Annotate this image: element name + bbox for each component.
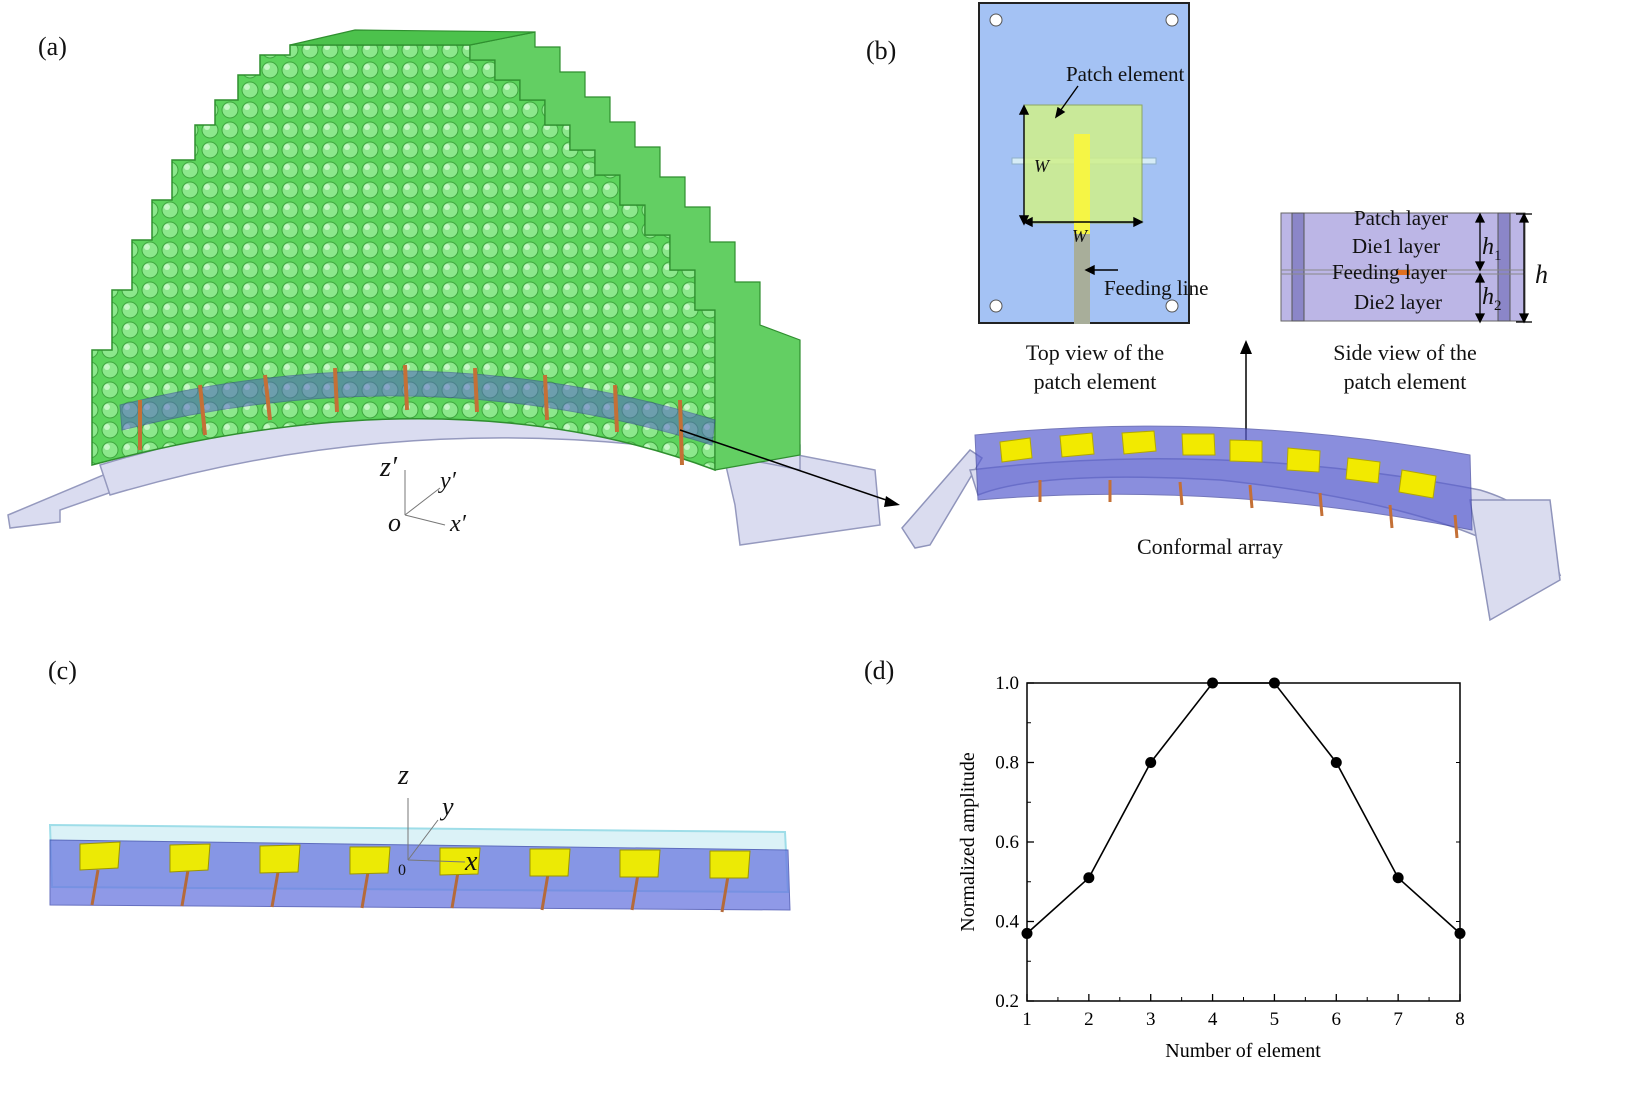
x-tick-label: 5 [1270,1009,1280,1030]
y-axis-label: Normalized amplitude [957,752,979,932]
conformal-array-caption: Conformal array [1137,534,1283,559]
y-tick-label: 1.0 [995,673,1019,694]
layer-label-feeding: Feeding layer [1332,260,1447,284]
plot-frame [1026,682,1461,1002]
panel-label-c: (c) [48,656,77,685]
x-tick-label: 2 [1084,1009,1094,1030]
side-view-caption-line1: Side view of the [1333,340,1477,365]
data-point [1083,872,1095,884]
h-total-label: h [1535,260,1548,289]
x-tick-label: 8 [1455,1009,1465,1030]
data-point [1392,872,1404,884]
data-point [1145,757,1157,768]
data-point [1330,757,1342,768]
y-tick-label: 0.4 [995,912,1019,933]
layer-label-patch: Patch layer [1354,206,1448,230]
panel-label-a: (a) [38,32,67,61]
patch-element-label: Patch element [1066,62,1185,86]
top-view-patch-element [978,2,1190,324]
panel-label-b: (b) [866,36,897,65]
x-tick-label: 4 [1208,1009,1218,1030]
side-view-caption-line2: patch element [1343,369,1467,394]
axis-label-x: x [465,846,478,877]
radome-inner-array [119,364,716,466]
h1-subscript: 1 [1494,247,1502,264]
leader-arrow-a-to-b [679,429,896,504]
data-point [1021,927,1033,939]
series-line [1026,682,1461,934]
axis-label-y-prime: y′ [440,468,456,494]
planar-array-illustration [48,798,791,913]
top-view-caption-line1: Top view of the [1025,340,1165,365]
h1-symbol: h [1482,234,1494,260]
x-tick-label: 6 [1332,1009,1342,1030]
data-point [1207,677,1219,689]
y-tick-label: 0.6 [995,832,1019,853]
w-label-horizontal: W [1072,226,1087,246]
data-point [1454,927,1466,939]
side-view-patch-element [1280,212,1532,324]
panel-label-d: (d) [864,656,895,685]
h2-symbol: h [1482,284,1494,310]
y-tick-label: 0.2 [995,991,1019,1012]
side-view-caption: Side view of the patch element [1300,338,1510,396]
h2-label: h2 [1482,284,1502,315]
top-view-caption: Top view of the patch element [990,338,1200,396]
amplitude-chart: 1 2 3 4 5 6 7 8 0.2 0.4 0.6 0.8 1.0 Number of elemen… [957,673,1466,1062]
x-tick-label: 1 [1022,1009,1032,1030]
conformal-array-illustration [901,340,1562,622]
feeding-line-label: Feeding line [1104,276,1209,300]
axis-label-z-prime: z′ [380,452,398,483]
data-point [1268,677,1280,689]
y-tick-label: 0.8 [995,753,1019,774]
axes-prime [404,470,446,526]
axis-label-y: y [442,792,454,821]
layer-label-die1: Die1 layer [1352,234,1441,258]
x-tick-label: 3 [1146,1009,1156,1030]
h1-label: h1 [1482,234,1502,265]
axis-label-x-prime: x′ [450,511,466,537]
h2-subscript: 2 [1494,297,1502,314]
top-view-caption-line2: patch element [1033,369,1157,394]
x-tick-label: 7 [1393,1009,1403,1030]
radome-model-illustration [7,29,900,546]
axis-label-z: z [398,760,409,791]
radome-body [91,29,801,472]
axis-origin-c: 0 [398,862,406,879]
w-label-vertical: W [1034,156,1049,176]
x-axis-label: Number of element [1165,1040,1321,1062]
layer-label-die2: Die2 layer [1354,290,1443,314]
axis-origin-a: o [388,508,401,537]
